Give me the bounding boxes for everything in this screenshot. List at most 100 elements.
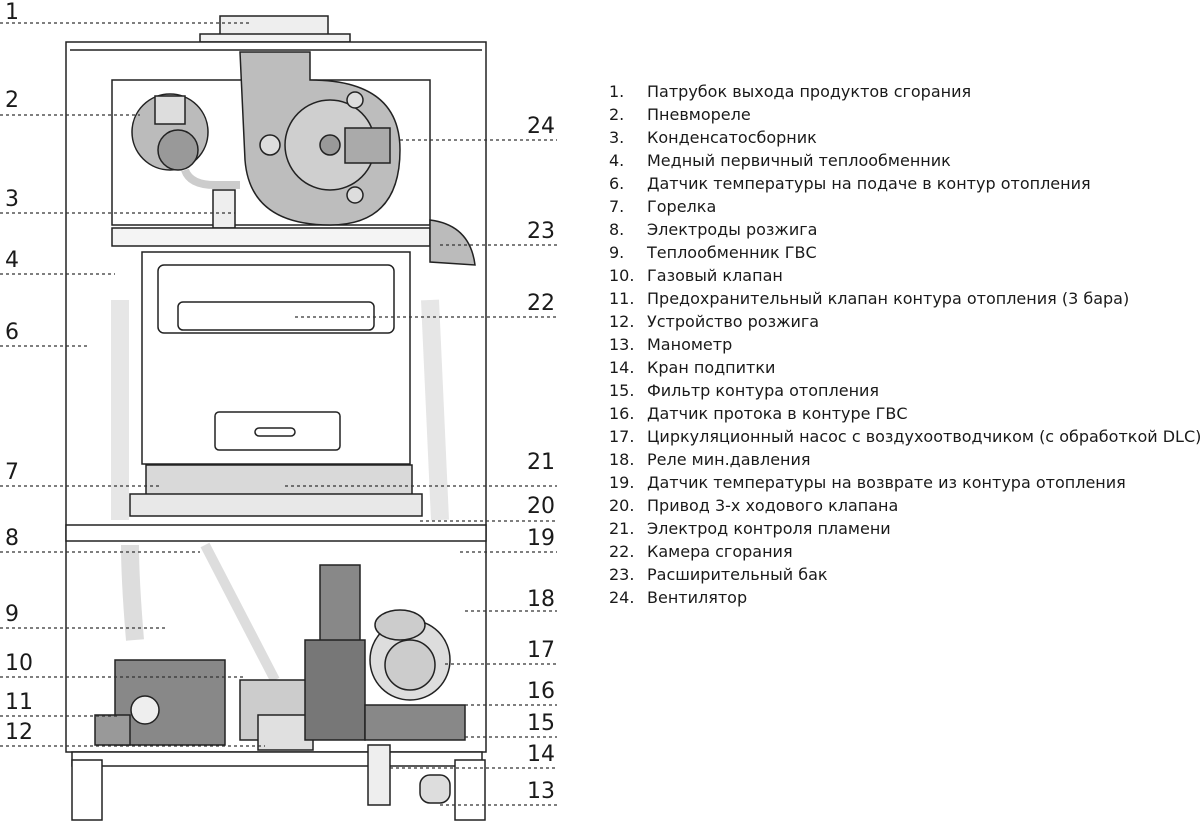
callout-23: 23: [527, 219, 555, 244]
legend-item: 17. Циркуляционный насос с воздухоотводчи…: [609, 425, 1200, 448]
legend-item: 16. Датчик протока в контуре ГВС: [609, 402, 1200, 425]
legend-number: 24.: [609, 588, 635, 607]
fill-tap: [367, 744, 391, 806]
legend-item: 4. Медный первичный теплообменник: [609, 149, 1200, 172]
legend-number: 13.: [609, 335, 635, 354]
callout-10: 10: [5, 651, 33, 676]
manometer: [419, 774, 451, 804]
legend-text: Предохранительный клапан контура отоплен…: [647, 289, 1130, 308]
legend-item: 2. Пневмореле: [609, 103, 1200, 126]
callout-21: 21: [527, 450, 555, 475]
callout-2: 2: [5, 88, 19, 113]
legend-number: 14.: [609, 358, 635, 377]
legend-item: 18. Реле мин.давления: [609, 448, 1200, 471]
legend-item: 11. Предохранительный клапан контура отоп…: [609, 287, 1200, 310]
legend-item: 10.Газовый клапан: [609, 264, 1200, 287]
legend-item: 7. Горелка: [609, 195, 1200, 218]
callout-9: 9: [5, 602, 19, 627]
legend-text: Горелка: [647, 197, 717, 216]
legend-number: 21.: [609, 519, 635, 538]
legend-item: 13. Манометр: [609, 333, 1200, 356]
legend-text: Кран подпитки: [647, 358, 776, 377]
legend-text: Привод 3-х ходового клапана: [647, 496, 899, 515]
legend-text: Устройство розжига: [647, 312, 820, 331]
legend-number: 2.: [609, 105, 625, 124]
legend-number: 16.: [609, 404, 635, 423]
legend-number: 10.: [609, 266, 635, 285]
callout-18: 18: [527, 587, 555, 612]
legend-number: 17.: [609, 427, 635, 446]
dhw-exchanger-block: [114, 659, 226, 746]
legend-text: Фильтр контура отопления: [647, 381, 880, 400]
parts-legend: 1. Патрубок выхода продуктов сгорания 2. П…: [609, 80, 1200, 609]
callout-1: 1: [5, 0, 19, 25]
legend-item: 12.Устройство розжига: [609, 310, 1200, 333]
combustion-chamber: [141, 251, 411, 465]
legend-number: 1.: [609, 82, 625, 101]
legend-item: 22. Камера сгорания: [609, 540, 1200, 563]
expansion-tank: [429, 219, 476, 266]
legend-number: 6.: [609, 174, 625, 193]
legend-text: Реле мин.давления: [647, 450, 811, 469]
legend-text: Медный первичный теплообменник: [647, 151, 951, 170]
legend-number: 23.: [609, 565, 635, 584]
legend-number: 3.: [609, 128, 625, 147]
callout-14: 14: [527, 742, 555, 767]
legend-text: Электрод контроля пламени: [647, 519, 891, 538]
legend-item: 19. Датчик температуры на возврате из кон…: [609, 471, 1200, 494]
legend-number: 7.: [609, 197, 625, 216]
legend-number: 22.: [609, 542, 635, 561]
legend-number: 19.: [609, 473, 635, 492]
legend-item: 23. Расширительный бак: [609, 563, 1200, 586]
legend-text: Конденсатосборник: [647, 128, 817, 147]
callout-12: 12: [5, 720, 33, 745]
safety-valve: [130, 695, 160, 725]
ignition-device: [257, 714, 314, 751]
callout-22: 22: [527, 291, 555, 316]
legend-text: Манометр: [647, 335, 733, 354]
legend-number: 11.: [609, 289, 635, 308]
legend-item: 14. Кран подпитки: [609, 356, 1200, 379]
legend-text: Циркуляционный насос с воздухоотводчиком…: [647, 427, 1200, 446]
callout-3: 3: [5, 187, 19, 212]
legend-item: 6. Датчик температуры на подаче в контур …: [609, 172, 1200, 195]
legend-text: Датчик температуры на подаче в контур от…: [647, 174, 1091, 193]
legend-text: Патрубок выхода продуктов сгорания: [647, 82, 972, 101]
callout-7: 7: [5, 460, 19, 485]
callout-24: 24: [527, 114, 555, 139]
legend-item: 9. Теплообменник ГВС: [609, 241, 1200, 264]
legend-number: 15.: [609, 381, 635, 400]
callout-19: 19: [527, 526, 555, 551]
legend-item: 1. Патрубок выхода продуктов сгорания: [609, 80, 1200, 103]
legend-item: 20. Привод 3-х ходового клапана: [609, 494, 1200, 517]
legend-number: 4.: [609, 151, 625, 170]
callout-16: 16: [527, 679, 555, 704]
callout-13: 13: [527, 779, 555, 804]
legend-number: 8.: [609, 220, 625, 239]
legend-item: 15. Фильтр контура отопления: [609, 379, 1200, 402]
callout-4: 4: [5, 248, 19, 273]
legend-text: Теплообменник ГВС: [647, 243, 817, 262]
legend-text: Датчик температуры на возврате из контур…: [647, 473, 1126, 492]
legend-text: Камера сгорания: [647, 542, 793, 561]
callout-8: 8: [5, 526, 19, 551]
legend-text: Электроды розжига: [647, 220, 818, 239]
legend-item: 3. Конденсатосборник: [609, 126, 1200, 149]
callout-20: 20: [527, 494, 555, 519]
legend-item: 21. Электрод контроля пламени: [609, 517, 1200, 540]
callout-15: 15: [527, 711, 555, 736]
legend-text: Датчик протока в контуре ГВС: [647, 404, 908, 423]
legend-number: 18.: [609, 450, 635, 469]
legend-text: Расширительный бак: [647, 565, 828, 584]
legend-text: Пневмореле: [647, 105, 751, 124]
legend-item: 8. Электроды розжига: [609, 218, 1200, 241]
legend-item: 24. Вентилятор: [609, 586, 1200, 609]
callout-6: 6: [5, 320, 19, 345]
legend-number: 20.: [609, 496, 635, 515]
burner: [145, 464, 413, 496]
callout-17: 17: [527, 638, 555, 663]
legend-text: Вентилятор: [647, 588, 748, 607]
legend-number: 9.: [609, 243, 625, 262]
callout-11: 11: [5, 690, 33, 715]
